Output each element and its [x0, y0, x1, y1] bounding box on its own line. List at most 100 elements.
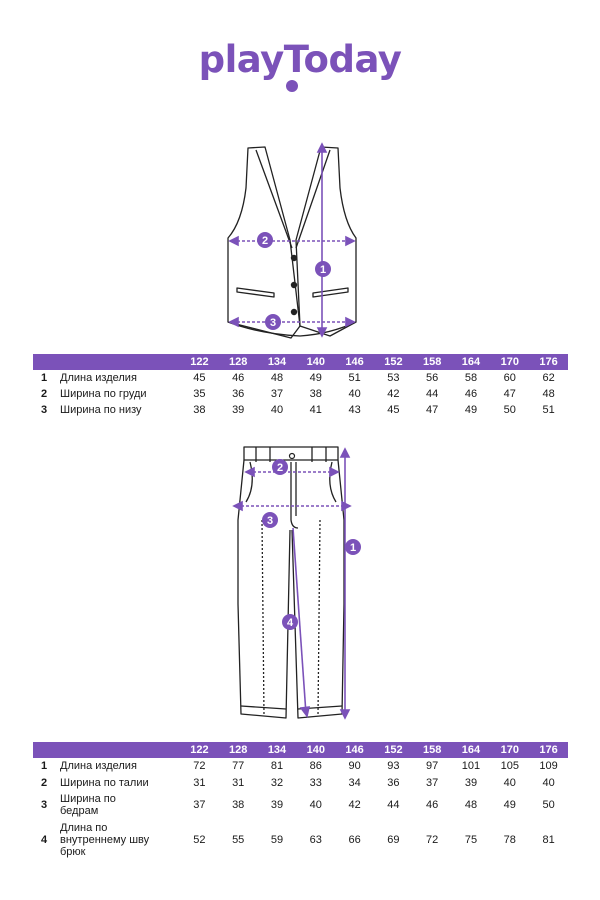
cell-value: 66 — [348, 834, 361, 846]
row-number: 4 — [41, 834, 48, 846]
cell-value: 31 — [232, 776, 245, 789]
cell-value: 72 — [426, 834, 439, 846]
cell-value: 109 — [539, 760, 558, 772]
pants-markers: 2 3 1 4 — [262, 459, 361, 630]
size-header: 134 — [267, 744, 287, 756]
pants-measure-lines — [232, 447, 352, 720]
cell-value: 41 — [309, 404, 322, 416]
row-label: Длина по внутреннему шву брюк — [60, 822, 150, 858]
size-header: 158 — [423, 356, 442, 368]
size-header: 164 — [461, 744, 481, 756]
size-header: 158 — [423, 744, 442, 756]
cell-value: 40 — [270, 404, 284, 416]
size-header: 164 — [461, 356, 481, 368]
brand-logo: playToday — [198, 38, 402, 81]
pants-button — [288, 452, 296, 460]
row-number: 2 — [41, 776, 48, 789]
cell-value: 40 — [309, 799, 322, 811]
cell-value: 48 — [542, 388, 555, 400]
size-header: 128 — [229, 356, 248, 368]
cell-value: 40 — [542, 776, 555, 789]
cell-value: 36 — [387, 776, 400, 789]
cell-value: 37 — [270, 388, 284, 400]
cell-value: 36 — [232, 388, 245, 400]
cell-value: 32 — [270, 776, 284, 789]
cell-value: 38 — [193, 404, 206, 416]
vest-outline — [227, 146, 357, 339]
pants-marker-3 — [262, 512, 278, 528]
size-header: 152 — [384, 356, 403, 368]
row-number: 1 — [41, 372, 48, 384]
cell-value: 42 — [387, 388, 400, 400]
pants-marker-4-label: 4 — [287, 617, 294, 629]
size-header: 134 — [267, 356, 287, 368]
logo-dot — [286, 80, 298, 92]
row-number: 2 — [41, 388, 48, 400]
pants-outline — [237, 446, 345, 719]
cell-value: 38 — [232, 799, 245, 811]
cell-value: 63 — [309, 834, 322, 846]
cell-value: 37 — [193, 799, 206, 811]
size-header: 170 — [500, 356, 519, 368]
row-number: 1 — [41, 760, 48, 772]
cell-value: 77 — [232, 760, 245, 772]
cell-value: 105 — [500, 760, 519, 772]
cell-value: 81 — [270, 760, 284, 772]
vest-buttons — [290, 254, 298, 316]
table-row: 1 Длина изделия 45 46 48 49 51 53 56 58 … — [33, 370, 568, 386]
pants-marker-4 — [282, 614, 298, 630]
table-row: 2 Ширина по талии 31 31 32 33 34 36 37 3… — [33, 774, 568, 791]
cell-value: 34 — [348, 776, 361, 789]
cell-value: 56 — [426, 372, 439, 384]
cell-value: 47 — [503, 388, 516, 400]
cell-value: 45 — [387, 404, 400, 416]
cell-value: 78 — [503, 834, 516, 846]
table-row: 1 Длина изделия 72 77 81 86 90 93 97 101… — [33, 758, 568, 774]
cell-value: 42 — [348, 799, 361, 811]
vest-marker-1 — [315, 261, 331, 277]
cell-value: 39 — [270, 799, 284, 811]
row-label: Ширина по талии — [60, 776, 149, 789]
vest-marker-3-label: 3 — [270, 317, 276, 329]
size-header: 146 — [345, 744, 364, 756]
pants-marker-2-label: 2 — [277, 462, 283, 474]
size-header: 176 — [539, 356, 558, 368]
cell-value: 48 — [270, 372, 284, 384]
size-header: 170 — [500, 744, 519, 756]
cell-value: 49 — [309, 372, 322, 384]
cell-value: 90 — [348, 760, 361, 772]
vest-marker-1-label: 1 — [320, 264, 326, 276]
row-label: Ширина по груди — [60, 388, 147, 400]
cell-value: 44 — [387, 799, 400, 811]
vest-marker-2-label: 2 — [262, 235, 268, 247]
cell-value: 58 — [464, 372, 478, 384]
pants-drawing: 2 3 1 4 — [232, 446, 361, 720]
table-row: 2 Ширина по груди 35 36 37 38 40 42 44 4… — [33, 386, 568, 402]
cell-value: 38 — [309, 388, 322, 400]
cell-value: 43 — [348, 404, 361, 416]
cell-value: 51 — [542, 404, 555, 416]
cell-value: 50 — [542, 799, 555, 811]
cell-value: 97 — [426, 760, 439, 772]
table-row: 3 Ширина по низу 38 39 40 41 43 45 47 49… — [33, 402, 568, 418]
size-header: 122 — [190, 356, 209, 368]
cell-value: 60 — [503, 372, 516, 384]
size-header: 140 — [306, 744, 325, 756]
cell-value: 31 — [193, 776, 206, 789]
cell-value: 40 — [348, 388, 361, 400]
cell-value: 44 — [426, 388, 439, 400]
pants-marker-1-label: 1 — [350, 542, 356, 554]
cell-value: 86 — [309, 760, 322, 772]
cell-value: 39 — [232, 404, 245, 416]
pants-size-table: 122 128 134 140 146 152 158 164 170 176 … — [33, 742, 568, 861]
cell-value: 75 — [464, 834, 478, 846]
cell-value: 39 — [464, 776, 478, 789]
size-header: 146 — [345, 356, 364, 368]
vest-drawing: 1 2 3 — [227, 142, 357, 339]
table-row: 4 Длина по внутреннему шву брюк 52 55 59… — [33, 819, 568, 861]
pants-marker-2 — [272, 459, 288, 475]
row-label: Ширина по бедрам — [60, 793, 116, 817]
cell-value: 62 — [542, 372, 555, 384]
cell-value: 69 — [387, 834, 400, 846]
cell-value: 47 — [426, 404, 439, 416]
